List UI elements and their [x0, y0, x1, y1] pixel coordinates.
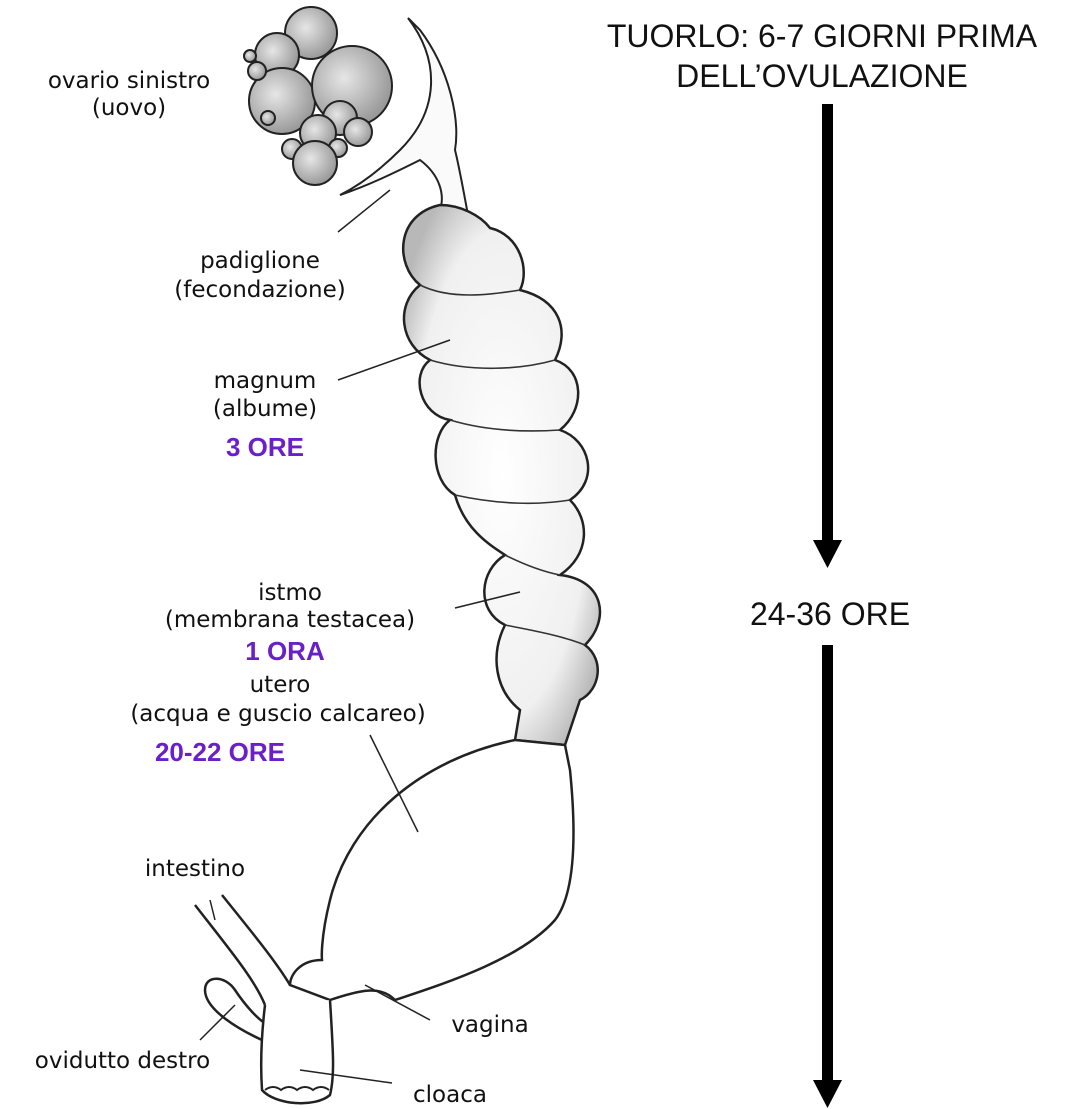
intestine-label: intestino — [120, 856, 270, 883]
magnum-time-label: 3 ORE — [190, 432, 340, 463]
yolk-timing-line1: TUORLO: 6-7 GIORNI PRIMA — [569, 18, 1075, 54]
ovary-role-label: (uovo) — [18, 95, 240, 122]
uterus-role-label: (acqua e guscio calcareo) — [48, 701, 508, 728]
yolk-timing-line2: DELL’OVULAZIONE — [569, 58, 1075, 94]
isthmus-label: istmo — [130, 580, 450, 607]
uterus-label: utero — [60, 672, 500, 699]
isthmus-time-label: 1 ORA — [185, 636, 385, 667]
uterus-shape — [290, 740, 574, 1000]
cloaca-label: cloaca — [395, 1082, 505, 1109]
uterus-time-label: 20-22 ORE — [120, 737, 320, 768]
infundibulum-role-label: (fecondazione) — [140, 277, 380, 304]
right-oviduct-shape — [205, 979, 268, 1040]
magnum-label: magnum — [190, 368, 340, 395]
ovary-label: ovario sinistro — [18, 68, 240, 95]
magnum-role-label: (albume) — [190, 396, 340, 423]
right-oviduct-label: ovidutto destro — [5, 1048, 240, 1075]
timeline-arrow-upper — [813, 104, 842, 568]
vagina-label: vagina — [430, 1012, 550, 1039]
total-duration-label: 24-36 ORE — [700, 596, 960, 632]
isthmus-role-label: (membrana testacea) — [130, 607, 450, 634]
oviduct-coils — [403, 205, 600, 745]
infundibulum-label: padiglione — [140, 248, 380, 275]
ovary-follicles — [244, 7, 392, 185]
timeline-arrow-lower — [813, 645, 842, 1108]
